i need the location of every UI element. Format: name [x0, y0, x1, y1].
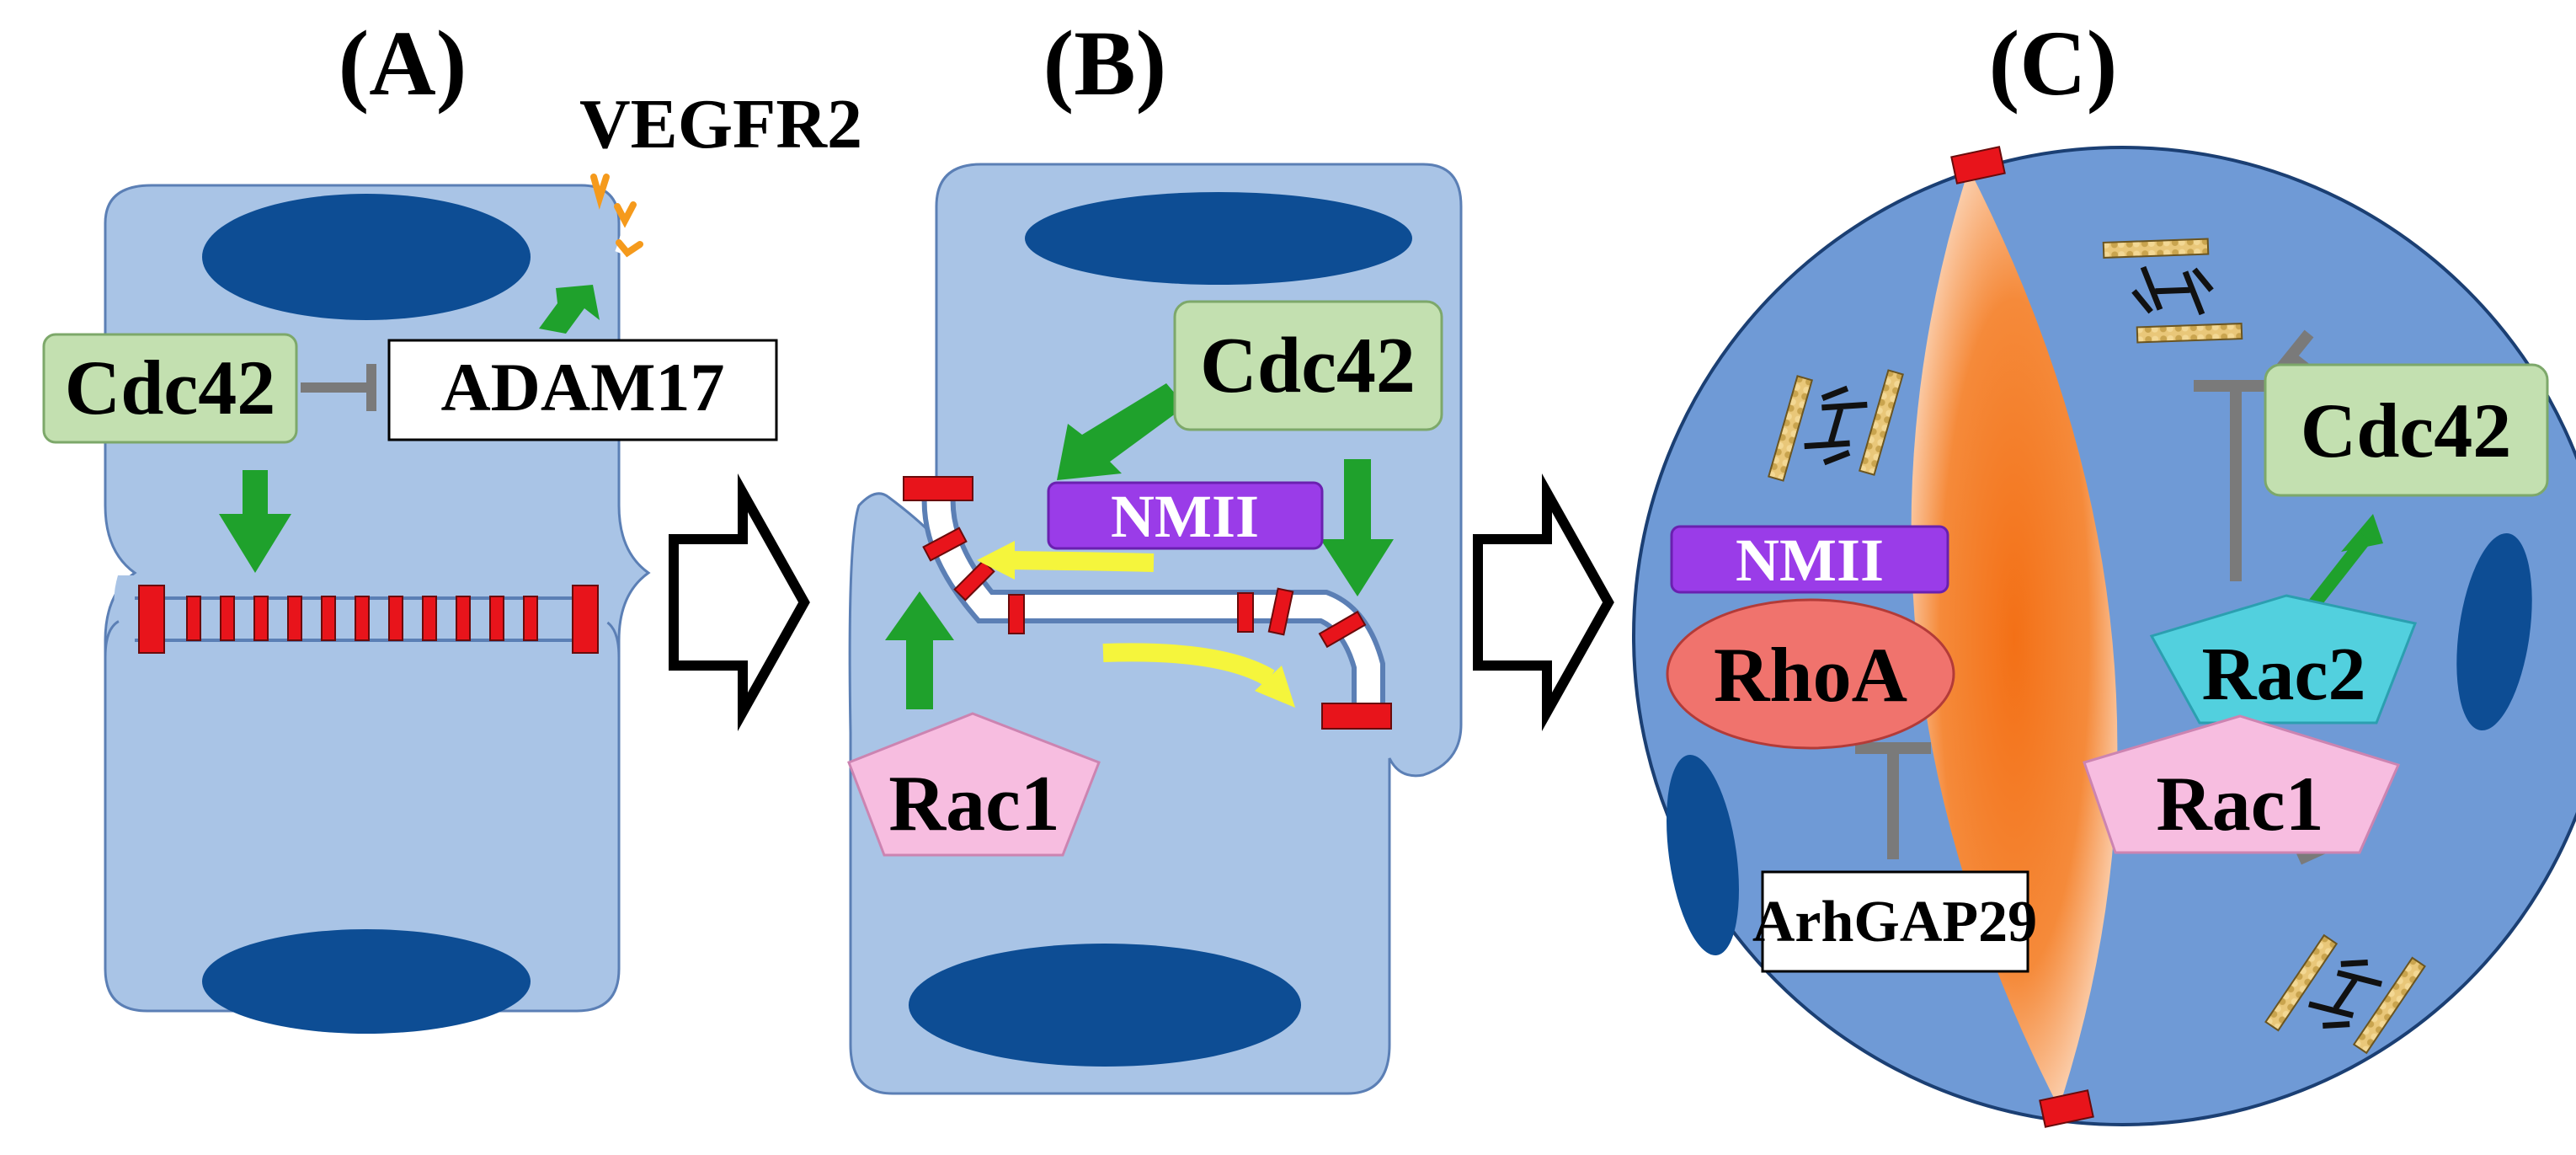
panel-b-title: (B) [1043, 12, 1167, 115]
svg-text:Rac1: Rac1 [888, 760, 1060, 848]
nmii-box-c: NMII [1670, 525, 1949, 594]
rhoa-ellipse: RhoA [1666, 598, 1955, 750]
yellow-arrow-lumen-expansion [1102, 643, 1275, 687]
activation-arrow-cdc42-junction [219, 470, 291, 573]
rac2-pentagon: Rac2 [2149, 594, 2418, 725]
yellow-arrowhead-right [1255, 666, 1295, 708]
nucleus-lower-b [909, 944, 1301, 1067]
activation-arrow-rac1-junction [885, 591, 954, 709]
arhgap29-box: ArhGAP29 [1752, 870, 2037, 973]
activation-arrow-cdc42-junction-b [1320, 459, 1394, 596]
panel-a-title: (A) [339, 12, 467, 115]
cdc42-box-a: Cdc42 [42, 333, 298, 444]
nucleus-upper-b [1025, 192, 1412, 285]
activation-arrow-adam17-vegfr2 [539, 285, 600, 334]
vessel-lumen [1911, 168, 2118, 1108]
svg-text:NMII: NMII [1111, 483, 1259, 550]
yellow-arrowhead-left [977, 541, 1015, 580]
junction-bottom-c [2039, 1089, 2094, 1128]
nucleus-upper-a [202, 194, 531, 320]
vegfr2-label: VEGFR2 [579, 85, 862, 163]
inhibition-rac2-actin-top [2194, 380, 2278, 581]
panel-c: (C) [1632, 12, 2576, 1128]
svg-text:Cdc42: Cdc42 [2301, 388, 2511, 473]
panel-a: (A) VEGFR2 [42, 12, 862, 1034]
progression-arrow-a-b [669, 473, 810, 731]
activation-arrow-cdc42-nmii [1057, 383, 1186, 480]
nmii-box-b: NMII [1047, 481, 1324, 550]
svg-text:Cdc42: Cdc42 [65, 345, 275, 430]
cdc42-box-c: Cdc42 [2264, 363, 2549, 497]
inhibition-arhgap29-rhoa [1855, 742, 1931, 859]
adam17-box: ADAM17 [387, 339, 778, 441]
svg-text:Cdc42: Cdc42 [1200, 322, 1416, 409]
nucleus-left-c [1667, 755, 1739, 955]
junction-top-c [1950, 146, 2006, 184]
svg-text:NMII: NMII [1736, 527, 1884, 594]
junction-row-a [138, 585, 599, 654]
svg-text:Rac2: Rac2 [2202, 633, 2366, 716]
panel-c-title: (C) [1989, 12, 2118, 115]
junction-marks-b [903, 476, 1392, 730]
progression-arrow-b-c [1473, 473, 1614, 731]
svg-text:ADAM17: ADAM17 [440, 349, 724, 425]
cdc42-box-b: Cdc42 [1173, 300, 1443, 431]
nucleus-right-c [2456, 533, 2532, 730]
svg-text:Rac1: Rac1 [2156, 761, 2323, 847]
rac1-pentagon-c: Rac1 [2083, 714, 2401, 854]
svg-text:RhoA: RhoA [1714, 632, 1907, 718]
inhibition-cdc42-adam17 [301, 364, 376, 411]
yellow-arrow-nmii-contraction [1008, 551, 1155, 572]
svg-text:ArhGAP29: ArhGAP29 [1752, 890, 2037, 954]
panel-b: (B) Cdc42 NMII [847, 12, 1463, 1095]
rac1-pentagon-b: Rac1 [847, 712, 1101, 857]
vegfr2-receptor-icons [590, 174, 643, 258]
nucleus-lower-a [202, 929, 531, 1034]
